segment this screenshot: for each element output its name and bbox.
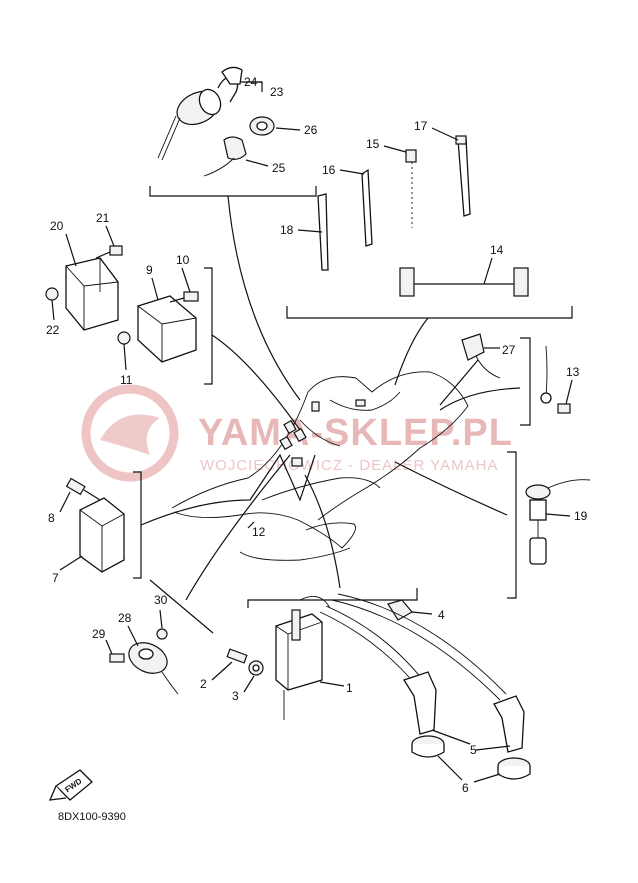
nut-11-part[interactable]: [117, 331, 131, 371]
washer-3-part[interactable]: [243, 660, 264, 693]
diagram-code: 8DX100-9390: [58, 811, 126, 823]
callout-16[interactable]: 16: [322, 163, 336, 177]
callout-27[interactable]: 27: [502, 343, 516, 357]
cap-6-part[interactable]: [411, 735, 531, 783]
callout-25[interactable]: 25: [272, 161, 286, 175]
callout-4[interactable]: 4: [438, 608, 445, 622]
bolt-29-part[interactable]: [105, 639, 125, 663]
group-brackets: [133, 186, 573, 634]
washer-30-part[interactable]: [156, 609, 168, 640]
callout-12[interactable]: 12: [252, 525, 266, 539]
relay-9-part[interactable]: [137, 277, 197, 363]
nut-22-part[interactable]: [45, 287, 59, 321]
callout-1[interactable]: 1: [346, 681, 353, 695]
sensor-28-part[interactable]: [124, 625, 179, 695]
watermark-logo-mark-icon: [100, 414, 160, 455]
callout-28[interactable]: 28: [118, 611, 132, 625]
ignition-coil-1-part[interactable]: [275, 595, 345, 720]
callout-20[interactable]: 20: [50, 219, 64, 233]
nut-26-part[interactable]: [249, 116, 301, 136]
bolt-8-part[interactable]: [59, 477, 101, 513]
callout-8[interactable]: 8: [48, 511, 55, 525]
callout-15[interactable]: 15: [366, 137, 380, 151]
callout-3[interactable]: 3: [232, 689, 239, 703]
callout-10[interactable]: 10: [176, 253, 190, 267]
switch-27-part[interactable]: [461, 333, 501, 379]
bolt-2-part[interactable]: [211, 648, 248, 681]
watermark-sub-text: WOJCIECHOWICZ - DEALER YAMAHA: [200, 457, 498, 474]
callout-18[interactable]: 18: [280, 223, 294, 237]
callout-29[interactable]: 29: [92, 627, 106, 641]
watermark: YAMA-SKLEP.PL WOJCIECHOWICZ - DEALER YAM…: [81, 384, 513, 482]
watermark-main-text: YAMA-SKLEP.PL: [198, 412, 513, 454]
callout-13[interactable]: 13: [566, 365, 580, 379]
callout-14[interactable]: 14: [490, 243, 504, 257]
callout-17[interactable]: 17: [414, 119, 428, 133]
callout-7[interactable]: 7: [52, 571, 59, 585]
watermark-logo-icon: [81, 384, 179, 482]
clamp-4-part[interactable]: [387, 599, 433, 621]
callout-24[interactable]: 24: [244, 75, 258, 89]
bolt-10-part[interactable]: [169, 267, 199, 303]
key-part[interactable]: [221, 66, 243, 85]
callout-9[interactable]: 9: [146, 263, 153, 277]
band-15-part[interactable]: [383, 145, 417, 228]
callout-23[interactable]: 23: [270, 85, 284, 99]
forward-arrow-icon: FWD: [48, 769, 93, 801]
lead-13-part[interactable]: [540, 345, 573, 414]
main-switch-part[interactable]: [157, 76, 262, 161]
cable-tie-16-part[interactable]: [339, 168, 373, 247]
callout-30[interactable]: 30: [154, 593, 168, 607]
clip-17-part[interactable]: [431, 127, 471, 217]
callout-21[interactable]: 21: [96, 211, 110, 225]
callout-11[interactable]: 11: [120, 373, 133, 387]
rectifier-7-part[interactable]: [59, 497, 125, 573]
cable-tie-18-part[interactable]: [297, 193, 329, 271]
callout-19[interactable]: 19: [574, 509, 588, 523]
frame-outline: [171, 371, 469, 561]
leader-lines: [140, 195, 521, 601]
cdi-unit-20-part[interactable]: [65, 233, 119, 331]
plug-lead-5-part[interactable]: [319, 593, 525, 753]
sensor-25-part[interactable]: [203, 136, 269, 177]
sensor-19-part[interactable]: [525, 479, 591, 565]
holder-14-part[interactable]: [399, 257, 529, 297]
callouts: 24 23 26 25 17 15 16 18 14 20 21 9 10 22…: [46, 75, 588, 795]
callout-26[interactable]: 26: [304, 123, 318, 137]
callout-2[interactable]: 2: [200, 677, 207, 691]
callout-5[interactable]: 5: [470, 743, 477, 757]
callout-22[interactable]: 22: [46, 323, 60, 337]
callout-6[interactable]: 6: [462, 781, 469, 795]
bolt-21-part[interactable]: [95, 225, 123, 259]
